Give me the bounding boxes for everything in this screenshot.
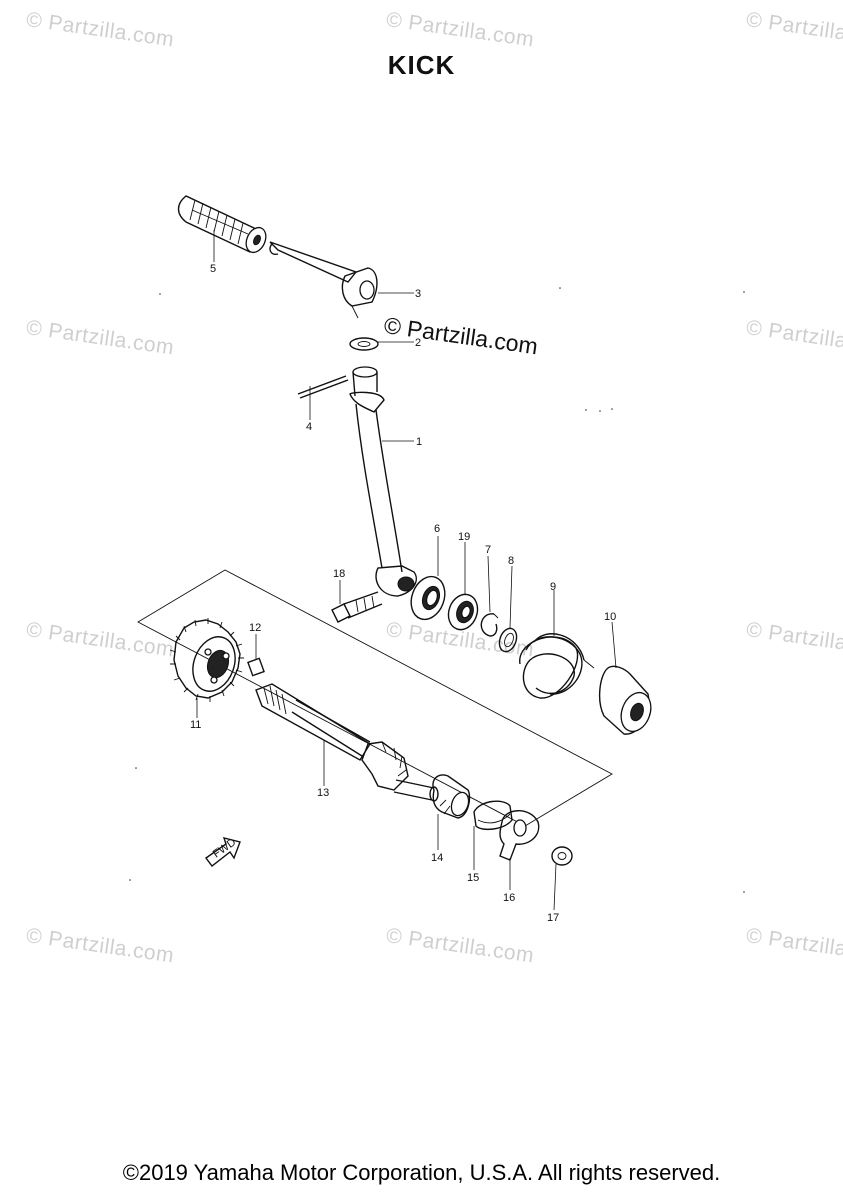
part-1-kick-crank — [349, 366, 417, 597]
callout-17: 17 — [547, 912, 559, 924]
callout-15: 15 — [467, 872, 479, 884]
callout-4: 4 — [306, 421, 312, 433]
callout-13: 13 — [317, 787, 329, 799]
callout-16: 16 — [503, 892, 515, 904]
part-7-circlip — [480, 613, 499, 637]
part-6-oil-seal — [410, 575, 446, 621]
callout-1: 1 — [416, 436, 422, 448]
callout-7: 7 — [485, 544, 491, 556]
part-12-pin — [247, 657, 265, 677]
scan-specks — [129, 287, 745, 893]
part-2-washer — [349, 337, 379, 351]
fwd-arrow-icon: FWD — [205, 836, 241, 867]
callout-12: 12 — [249, 622, 261, 634]
part-8-washer — [498, 627, 518, 653]
callout-3: 3 — [415, 288, 421, 300]
part-15-spring-clip — [473, 800, 513, 831]
callout-11: 11 — [190, 719, 201, 731]
part-9-spring — [519, 633, 595, 699]
part-19-bearing — [447, 593, 479, 631]
callout-8: 8 — [508, 555, 514, 567]
callout-14: 14 — [431, 852, 443, 864]
callout-numbers: 3 2 1 4 5 6 19 7 8 9 10 18 12 11 13 14 1… — [190, 263, 616, 924]
callout-19: 19 — [458, 531, 470, 543]
leader-lines — [196, 230, 617, 911]
part-13-kick-shaft — [255, 683, 439, 802]
part-10-cover — [598, 665, 652, 735]
callout-9: 9 — [550, 581, 556, 593]
callout-10: 10 — [604, 611, 616, 623]
callout-2: 2 — [415, 337, 421, 349]
part-14-ratchet — [432, 774, 471, 819]
copyright-notice: ©2019 Yamaha Motor Corporation, U.S.A. A… — [122, 1160, 721, 1185]
part-16-guide-plate — [499, 810, 540, 861]
callout-5: 5 — [210, 263, 216, 275]
part-18-bolt — [331, 591, 383, 623]
part-5-kick-grip — [177, 195, 267, 254]
part-3-crank-boss — [269, 241, 378, 319]
callout-6: 6 — [434, 523, 440, 535]
diagram-title: KICK — [387, 50, 456, 80]
part-11-kick-gear — [169, 618, 244, 702]
part-17-washer — [551, 846, 573, 866]
callout-18: 18 — [333, 568, 345, 580]
part-4-pin — [297, 375, 349, 399]
